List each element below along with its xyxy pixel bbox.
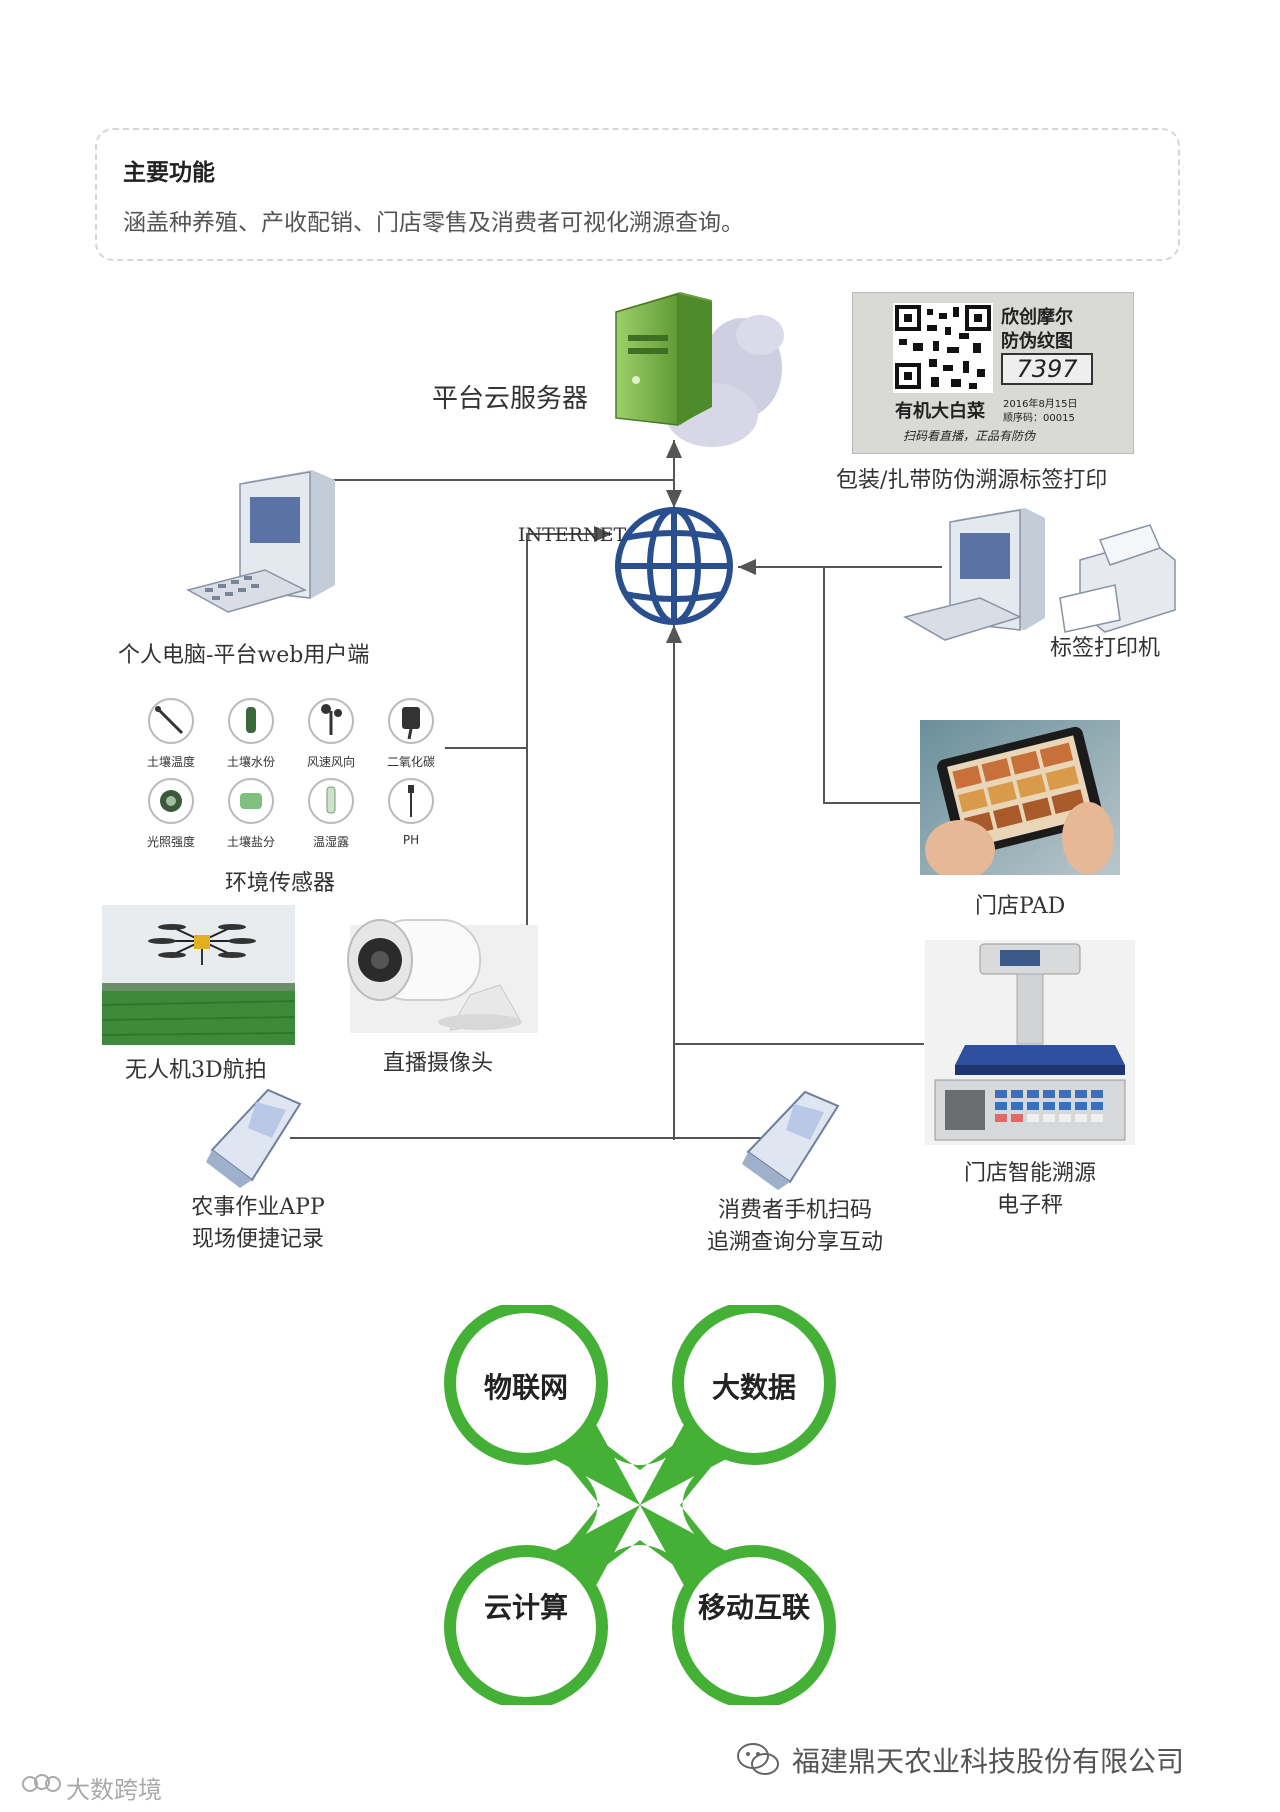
label-print-label: 包装/扎带防伪溯源标签打印	[836, 468, 1108, 493]
cloud-server-label: 平台云服务器	[432, 384, 589, 414]
tag-slogan: 扫码看直播，正品有防伪	[903, 429, 1036, 443]
main-functions-title: 主要功能	[123, 160, 215, 186]
sensor-label: 温湿露	[312, 835, 349, 849]
pc-web-label: 个人电脑-平台web用户端	[118, 643, 370, 668]
sensor-item: 土壤盐分	[216, 777, 286, 850]
internet-label: INTERNET	[518, 524, 627, 546]
pillar-iot: 物联网	[483, 1371, 568, 1404]
watermark-logo-icon	[22, 1774, 61, 1792]
tag-serial: 顺序码：00015	[1003, 413, 1075, 424]
store-pad-photo	[920, 720, 1120, 875]
consumer-scan-label: 消费者手机扫码 追溯查询分享互动	[680, 1195, 910, 1259]
label-printer-station-icon	[903, 508, 1176, 641]
cloud-server-icon	[615, 292, 784, 447]
tag-product: 有机大白菜	[895, 401, 985, 422]
line-sensors-to-internet	[445, 526, 612, 749]
sensor-label: 光照强度	[146, 835, 195, 849]
co2-sensor-icon	[388, 698, 434, 744]
tag-brand-line1: 欣创摩尔	[1001, 307, 1073, 328]
soil-temperature-probe-icon	[148, 698, 194, 744]
farm-app-label: 农事作业APP 现场便捷记录	[158, 1192, 358, 1256]
anemometer-icon	[308, 698, 354, 744]
sensor-label: PH	[402, 833, 420, 847]
sensor-item: 光照强度	[136, 777, 206, 850]
sensor-item: 土壤水份	[216, 697, 286, 770]
farm-app-phone-icon	[206, 1088, 302, 1188]
pillar-mobile-internet: 移动互联	[697, 1591, 810, 1624]
drone-icon	[102, 905, 295, 1045]
smart-scale-label: 门店智能溯源 电子秤	[930, 1158, 1130, 1222]
sensor-item: PH	[376, 777, 446, 847]
consumer-phone-icon	[742, 1090, 840, 1190]
line-pad-to-internet	[823, 567, 924, 804]
drone-label: 无人机3D航拍	[125, 1058, 267, 1083]
wechat-icon	[737, 1743, 779, 1775]
sensor-label: 二氧化碳	[386, 755, 435, 769]
label-tag-photo: 欣创摩尔 防伪纹图 7397 有机大白菜 2016年8月15日 顺序码：0001…	[852, 292, 1134, 454]
electronic-scale-icon	[934, 943, 1126, 1141]
drone-photo	[102, 905, 295, 1045]
smart-scale-photo	[925, 940, 1135, 1145]
globe-icon	[615, 507, 733, 625]
smart-scale-label-line2: 电子秤	[996, 1193, 1063, 1218]
consumer-scan-label-line1: 消费者手机扫码	[717, 1198, 872, 1223]
sensor-label: 土壤温度	[146, 755, 195, 769]
company-name: 福建鼎天农业科技股份有限公司	[792, 1745, 1185, 1778]
desktop-computer-icon	[185, 470, 335, 613]
sensor-label: 土壤盐分	[226, 835, 275, 849]
pillar-cloud-computing: 云计算	[483, 1591, 568, 1624]
tag-code: 7397	[1001, 353, 1093, 385]
main-functions-box	[95, 128, 1180, 261]
farm-app-label-line1: 农事作业APP	[191, 1195, 325, 1220]
tag-brand-line2: 防伪纹图	[1001, 331, 1073, 352]
sensor-item: 温湿露	[296, 777, 366, 850]
pillar-big-data: 大数据	[711, 1371, 796, 1404]
dew-point-sensor-icon	[308, 778, 354, 824]
soil-salinity-sensor-icon	[228, 778, 274, 824]
watermark-text: 大数跨境	[66, 1776, 162, 1804]
tag-date: 2016年8月15日	[1003, 399, 1078, 410]
ph-sensor-icon	[388, 778, 434, 824]
sensor-item: 土壤温度	[136, 697, 206, 770]
farm-app-label-line2: 现场便捷记录	[191, 1227, 324, 1252]
live-camera-icon	[347, 919, 538, 1033]
store-pad-label: 门店PAD	[975, 894, 1066, 919]
env-sensors-label: 环境传感器	[225, 871, 336, 896]
smart-scale-label-line1: 门店智能溯源	[963, 1161, 1096, 1186]
qr-code-icon	[893, 303, 993, 393]
light-sensor-icon	[148, 778, 194, 824]
main-functions-description: 涵盖种养殖、产收配销、门店零售及消费者可视化溯源查询。	[123, 210, 744, 236]
sensor-item: 二氧化碳	[376, 697, 446, 770]
tech-pillars-diagram	[444, 1305, 836, 1705]
sensor-label: 风速风向	[306, 755, 355, 769]
environment-sensors-grid: 土壤温度 土壤水份 风速风向 二氧化碳 光照强度 土壤盐分 温湿露 PH	[136, 697, 446, 850]
sensor-item: 风速风向	[296, 697, 366, 770]
soil-moisture-probe-icon	[228, 698, 274, 744]
tablet-icon	[920, 720, 1120, 875]
consumer-scan-label-line2: 追溯查询分享互动	[706, 1230, 883, 1255]
label-printer-label: 标签打印机	[1050, 636, 1161, 661]
live-camera-label: 直播摄像头	[383, 1051, 494, 1076]
sensor-label: 土壤水份	[226, 755, 275, 769]
